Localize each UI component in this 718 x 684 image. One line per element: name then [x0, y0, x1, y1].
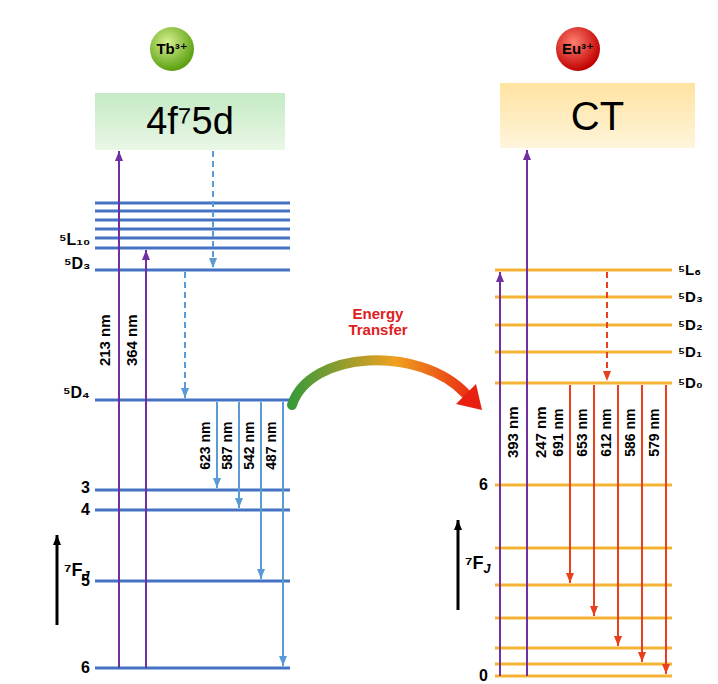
- wavelength: 623 nm: [198, 421, 213, 469]
- circle-fill: [150, 27, 194, 71]
- band-box: 4f⁷5d: [95, 93, 285, 150]
- wavelength: 364 nm: [124, 314, 141, 366]
- tb-energy-level: [95, 202, 290, 205]
- tb-energy-level: [95, 228, 290, 231]
- emission-arrow: [617, 385, 619, 646]
- j-number: 0: [479, 667, 488, 684]
- band-name: CT: [571, 94, 624, 138]
- wavelength: 653 nm: [575, 408, 590, 456]
- wavelength: 587 nm: [220, 421, 235, 469]
- tb-energy-level: [95, 237, 290, 240]
- wavelength: 586 nm: [623, 408, 638, 456]
- emission-arrow: [593, 385, 595, 616]
- tb-energy-level: [95, 269, 290, 272]
- tb-energy-level: [95, 247, 290, 250]
- level-name: ⁵L₆: [678, 262, 701, 279]
- wavelength: 542 nm: [242, 421, 257, 469]
- eu-energy-level: [495, 484, 672, 487]
- band-name: 4f⁷5d: [146, 101, 234, 143]
- tb-energy-level: [95, 210, 290, 213]
- transfer-arrowhead: [456, 384, 482, 410]
- circle-fill: [556, 27, 600, 71]
- wavelength: 691 nm: [551, 408, 566, 456]
- level-name: ⁵D₃: [64, 255, 90, 273]
- axis-arrow: [457, 520, 460, 610]
- relaxation-arrow: [184, 272, 186, 398]
- band-box: CT: [500, 83, 695, 148]
- transfer-label: Energy Transfer: [338, 306, 418, 339]
- level-name: ⁵D₀: [678, 375, 703, 392]
- wavelength: 612 nm: [599, 408, 614, 456]
- eu-energy-level: [495, 617, 672, 620]
- j-number: 3: [81, 479, 90, 497]
- eu-energy-level: [495, 324, 672, 327]
- eu-energy-level: [495, 296, 672, 299]
- relaxation-arrow: [606, 272, 608, 381]
- manifold-name: ⁷FJ: [64, 561, 89, 584]
- wavelength: 393 nm: [505, 406, 522, 458]
- wavelength: 213 nm: [97, 314, 114, 366]
- wavelength: 579 nm: [647, 408, 662, 456]
- eu-energy-level: [495, 269, 672, 272]
- level-name: ⁵D₁: [678, 344, 702, 361]
- j-number: 6: [81, 659, 90, 677]
- ion-circle: Eu³⁺: [555, 26, 601, 72]
- emission-arrow: [282, 402, 284, 666]
- tb-energy-level: [95, 399, 290, 402]
- j-number: 4: [81, 501, 90, 519]
- relaxation-arrow: [212, 151, 214, 268]
- j-number: 6: [479, 476, 488, 494]
- excitation-arrow: [145, 250, 147, 668]
- transfer-arrow: [292, 360, 466, 405]
- wavelength: 247 nm: [533, 406, 550, 458]
- manifold-name: ⁷FJ: [465, 554, 490, 577]
- level-name: ⁵L₁₀: [59, 231, 90, 249]
- eu-energy-level: [495, 547, 672, 550]
- emission-arrow: [665, 385, 667, 674]
- axis-arrow: [56, 535, 59, 625]
- eu-energy-level: [495, 663, 672, 666]
- excitation-arrow: [118, 151, 120, 668]
- level-name: ⁵D₃: [678, 289, 703, 306]
- emission-arrow: [641, 385, 643, 662]
- emission-arrow: [569, 385, 571, 583]
- eu-energy-level: [495, 382, 672, 385]
- eu-energy-level: [495, 675, 672, 678]
- emission-arrow: [260, 402, 262, 579]
- tb-energy-level: [95, 667, 290, 670]
- level-name: ⁵D₄: [63, 384, 90, 402]
- emission-arrow: [216, 402, 218, 488]
- tb-energy-level: [95, 219, 290, 222]
- eu-energy-level: [495, 351, 672, 354]
- ion-name: Eu³⁺: [562, 41, 594, 58]
- eu-energy-level: [495, 584, 672, 587]
- level-name: ⁵D₂: [678, 317, 703, 334]
- wavelength: 487 nm: [264, 421, 279, 469]
- excitation-arrow: [499, 272, 501, 676]
- tb-energy-level: [95, 580, 290, 583]
- excitation-arrow: [526, 150, 528, 676]
- emission-arrow: [238, 402, 240, 508]
- eu-energy-level: [495, 647, 672, 650]
- ion-name: Tb³⁺: [156, 41, 187, 58]
- ion-circle: Tb³⁺: [149, 26, 195, 72]
